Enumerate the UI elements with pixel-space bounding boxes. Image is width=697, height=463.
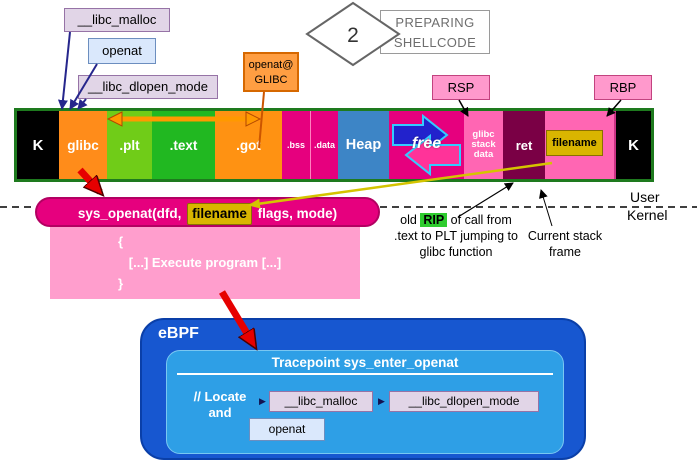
current-stack-frame-note: Current stack frame bbox=[527, 229, 603, 259]
boundary-kernel-label: Kernel bbox=[627, 207, 668, 223]
body-close-brace: } bbox=[118, 276, 124, 291]
step-diamond: 2 bbox=[305, 1, 401, 67]
tracepoint-divider bbox=[177, 373, 553, 375]
label-openat-got: openat@ GLIBC bbox=[243, 52, 299, 92]
rip-chip: RIP bbox=[420, 213, 448, 227]
old-rip-pre: old bbox=[400, 213, 417, 227]
ebpf-container: eBPF Tracepoint sys_enter_openat // Loca… bbox=[140, 318, 586, 460]
ebpf-title: eBPF bbox=[158, 325, 199, 342]
syscall-prefix: sys_openat(dfd, bbox=[77, 206, 182, 221]
tracepoint-container: Tracepoint sys_enter_openat // Locate an… bbox=[166, 350, 564, 454]
segment-kernel-right: K bbox=[616, 111, 651, 179]
execute-body-box: { [...] Execute program [...] } bbox=[50, 227, 360, 299]
openat-got-line2: GLIBC bbox=[254, 74, 288, 86]
segment-heap: Heap bbox=[338, 111, 389, 179]
segment-free: free bbox=[389, 111, 464, 179]
step-title-line1: PREPARING bbox=[395, 15, 475, 30]
locate-comment: // Locate and bbox=[193, 389, 247, 420]
tracepoint-title: Tracepoint sys_enter_openat bbox=[271, 355, 459, 370]
segment-glibc: glibc bbox=[59, 111, 107, 179]
label-libc-malloc: __libc_malloc bbox=[64, 8, 170, 32]
memory-bar: K glibc .plt .text .got .bss .data Heap … bbox=[14, 108, 654, 182]
old-rip-note: old RIP of call from .text to PLT jumpin… bbox=[392, 212, 520, 260]
arrow-bullet-icon: ▶ bbox=[378, 396, 385, 406]
segment-stack-filename: filename bbox=[545, 111, 616, 179]
stack-filename-chip: filename bbox=[546, 130, 603, 156]
body-text: [...] Execute program [...] bbox=[128, 255, 282, 270]
ebpf-item-openat: openat bbox=[249, 418, 325, 441]
register-rsp: RSP bbox=[432, 75, 490, 100]
arrow-bullet-icon: ▶ bbox=[259, 396, 266, 406]
step-number: 2 bbox=[347, 24, 359, 47]
segment-glibc-stack-data: glibc stack data bbox=[464, 111, 503, 179]
label-openat: openat bbox=[88, 38, 156, 64]
diamond-shape bbox=[305, 1, 401, 67]
syscall-box: sys_openat(dfd, filename flags, mode) bbox=[35, 197, 380, 227]
segment-got: .got bbox=[215, 111, 282, 179]
ebpf-item-libc-dlopen-mode: __libc_dlopen_mode bbox=[389, 391, 539, 412]
step-title-line2: SHELLCODE bbox=[393, 35, 477, 50]
segment-kernel-left: K bbox=[17, 111, 59, 179]
segment-free-label: free bbox=[411, 135, 442, 152]
step-title: PREPARING SHELLCODE bbox=[380, 10, 490, 54]
syscall-suffix: flags, mode) bbox=[257, 206, 338, 221]
body-open-brace: { bbox=[118, 234, 124, 249]
segment-plt: .plt bbox=[107, 111, 152, 179]
segment-data: .data bbox=[310, 111, 338, 179]
segment-ret: ret bbox=[503, 111, 545, 179]
boundary-user-label: User bbox=[630, 189, 660, 205]
stack-frame-pointer-line bbox=[539, 189, 553, 227]
segment-text: .text bbox=[152, 111, 215, 179]
openat-got-line1: openat@ bbox=[248, 59, 294, 71]
register-rbp: RBP bbox=[594, 75, 652, 100]
syscall-filename-chip: filename bbox=[187, 203, 252, 225]
label-libc-dlopen-mode: __libc_dlopen_mode bbox=[78, 75, 218, 99]
segment-bss: .bss bbox=[282, 111, 310, 179]
ebpf-item-libc-malloc: __libc_malloc bbox=[269, 391, 373, 412]
hook-arrow-malloc bbox=[57, 31, 71, 110]
